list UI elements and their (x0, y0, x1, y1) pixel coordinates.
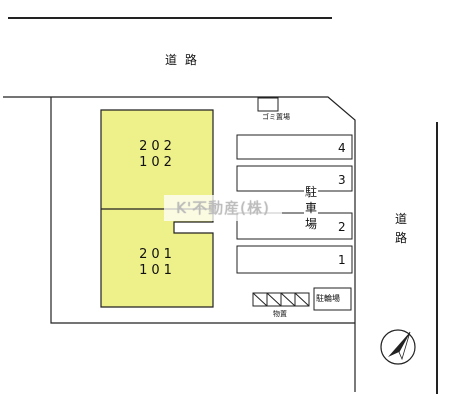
unit-label-202: 202 (139, 139, 176, 154)
unit-label-201: 201 (139, 247, 176, 262)
parking-number-1: 1 (338, 253, 346, 267)
garbage-label: ゴミ置場 (262, 113, 290, 121)
watermark: K'不動産(株) (164, 195, 282, 221)
parking-number-3: 3 (338, 173, 346, 187)
north-arrow-icon (380, 329, 416, 365)
parking-label: 駐車場 (304, 184, 318, 232)
garbage-area (257, 97, 279, 112)
parking-number-4: 4 (338, 141, 346, 155)
right-road-label: 道路 (394, 212, 407, 245)
parking-space-4 (236, 134, 353, 160)
lot-boundary (3, 96, 356, 392)
unit-label-102: 102 (139, 155, 176, 170)
storage-shed (252, 292, 310, 307)
storage-label: 物置 (273, 310, 287, 318)
top-road-label: 道 路 (165, 53, 199, 67)
bicycle-parking (313, 287, 352, 311)
parking-space-1 (236, 245, 353, 274)
bicycle-parking-label: 駐輪場 (316, 294, 340, 303)
parking-number-2: 2 (338, 220, 346, 234)
unit-label-101: 101 (139, 263, 176, 278)
lot-inner-boundary (50, 97, 355, 324)
parking-space-3 (236, 165, 353, 192)
